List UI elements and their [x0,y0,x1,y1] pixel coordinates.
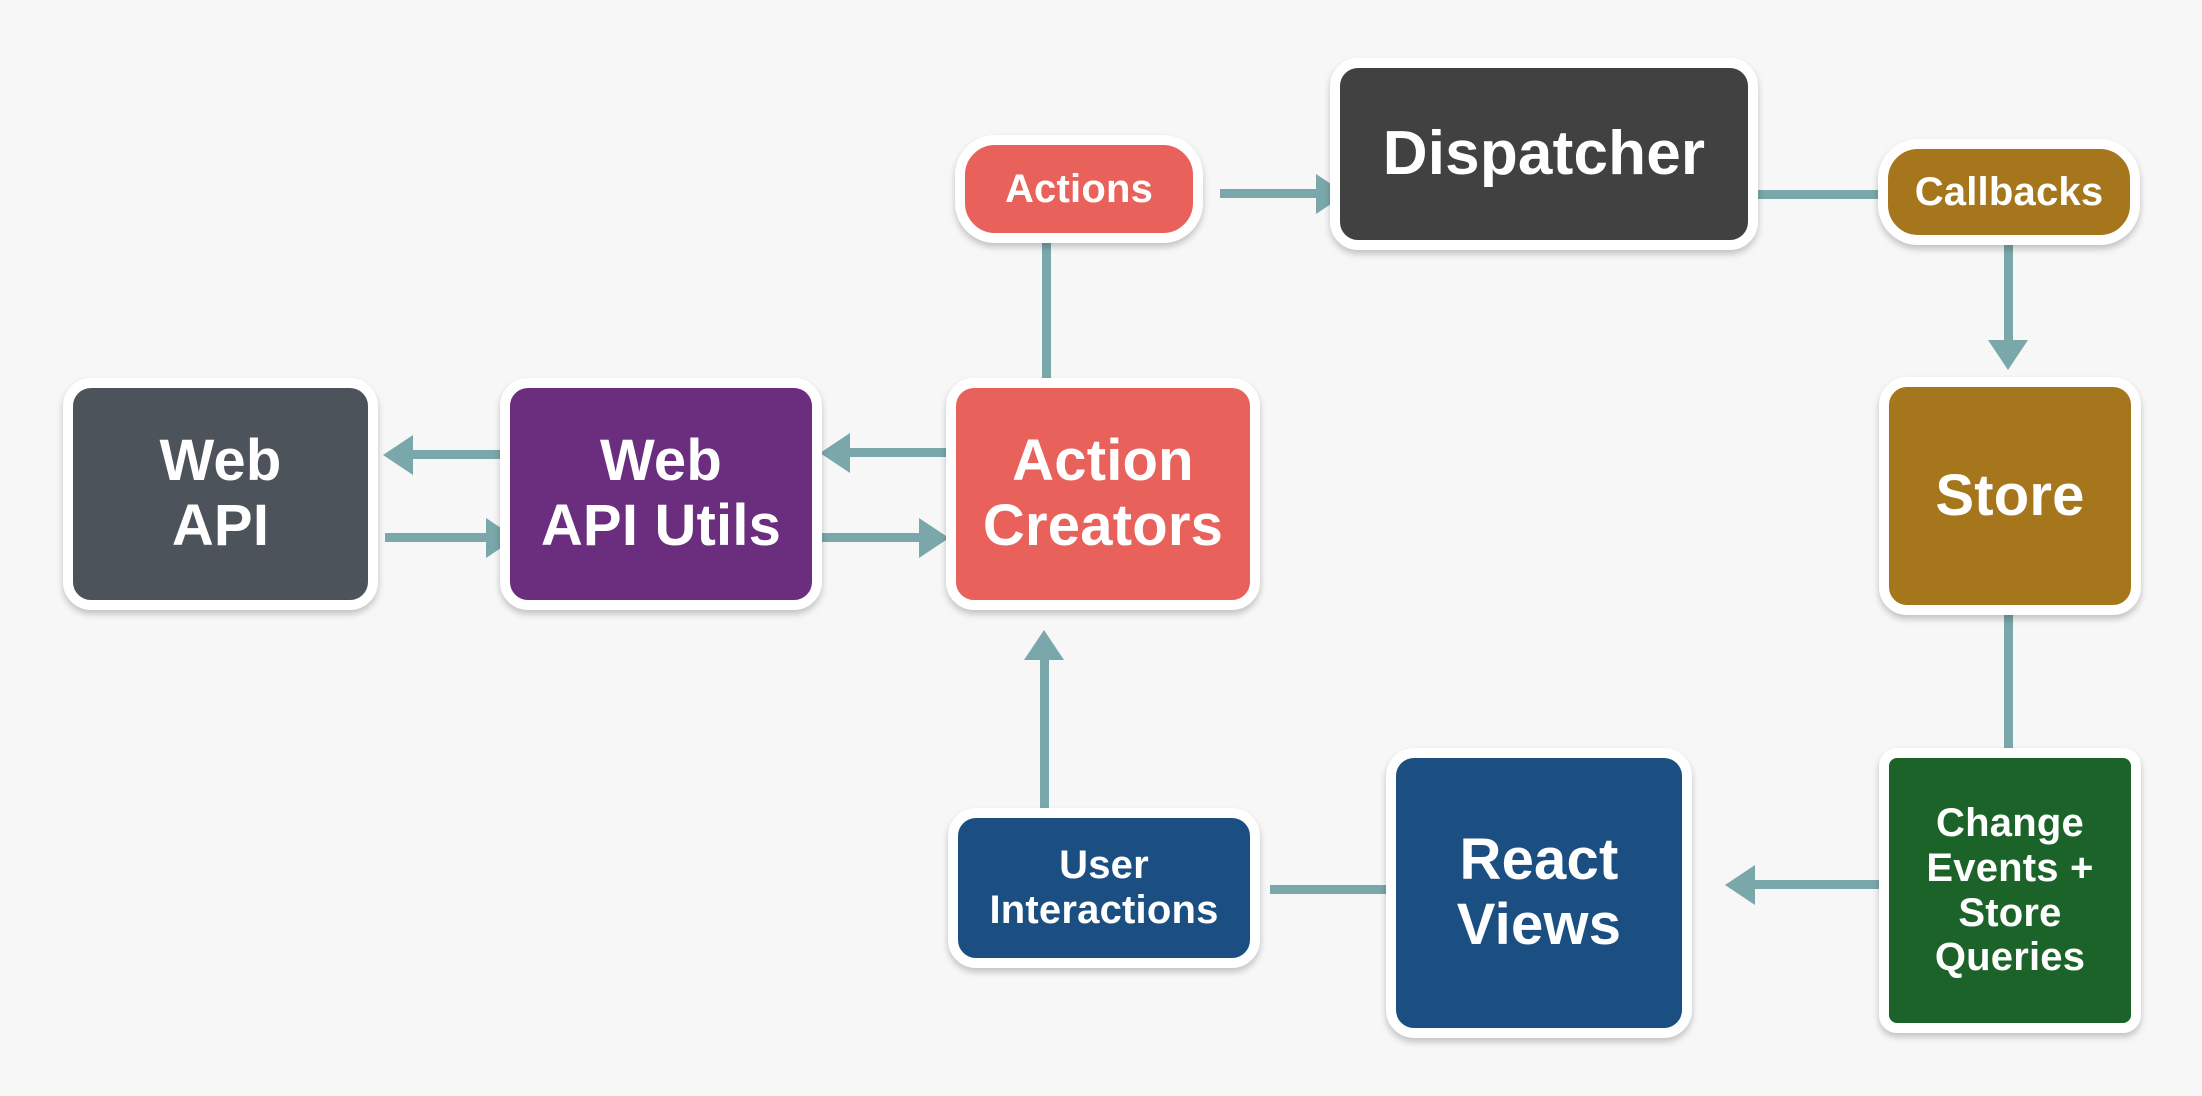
arrowhead-callbacks-to-store [1988,340,2028,370]
connector-user-interactions-to-action-creators [1040,660,1049,810]
connector-action-creators-to-web-api-utils [850,448,955,457]
arrowhead-web-api-utils-to-web-api [383,435,413,475]
connector-react-views-to-user-interactions [1270,885,1390,894]
node-change-events-store-queries[interactable]: Change Events + Store Queries [1879,748,2141,1033]
arrowhead-web-api-utils-to-action-creators [919,518,949,558]
node-store[interactable]: Store [1879,377,2141,615]
connector-change-events-to-react-views [1755,880,1885,889]
connector-web-api-utils-to-action-creators [818,533,923,542]
connector-actions-to-dispatcher [1220,189,1320,198]
node-dispatcher[interactable]: Dispatcher [1330,58,1758,250]
connector-callbacks-to-store [2004,245,2013,350]
node-web-api-utils[interactable]: Web API Utils [500,378,822,610]
connector-web-api-utils-to-web-api [413,450,518,459]
connector-dispatcher-to-callbacks [1758,190,1878,199]
node-web-api[interactable]: Web API [63,378,378,610]
node-user-interactions[interactable]: User Interactions [948,808,1260,968]
node-action-creators[interactable]: Action Creators [946,378,1260,610]
arrowhead-user-interactions-to-action-creators [1024,630,1064,660]
node-actions[interactable]: Actions [955,135,1203,243]
node-react-views[interactable]: React Views [1386,748,1692,1038]
arrowhead-change-events-to-react-views [1725,865,1755,905]
node-callbacks[interactable]: Callbacks [1878,139,2140,245]
connector-store-to-change-events [2004,615,2013,750]
connector-action-creators-to-actions [1042,243,1051,383]
arrowhead-action-creators-to-web-api-utils [820,433,850,473]
connector-web-api-to-web-api-utils [385,533,490,542]
